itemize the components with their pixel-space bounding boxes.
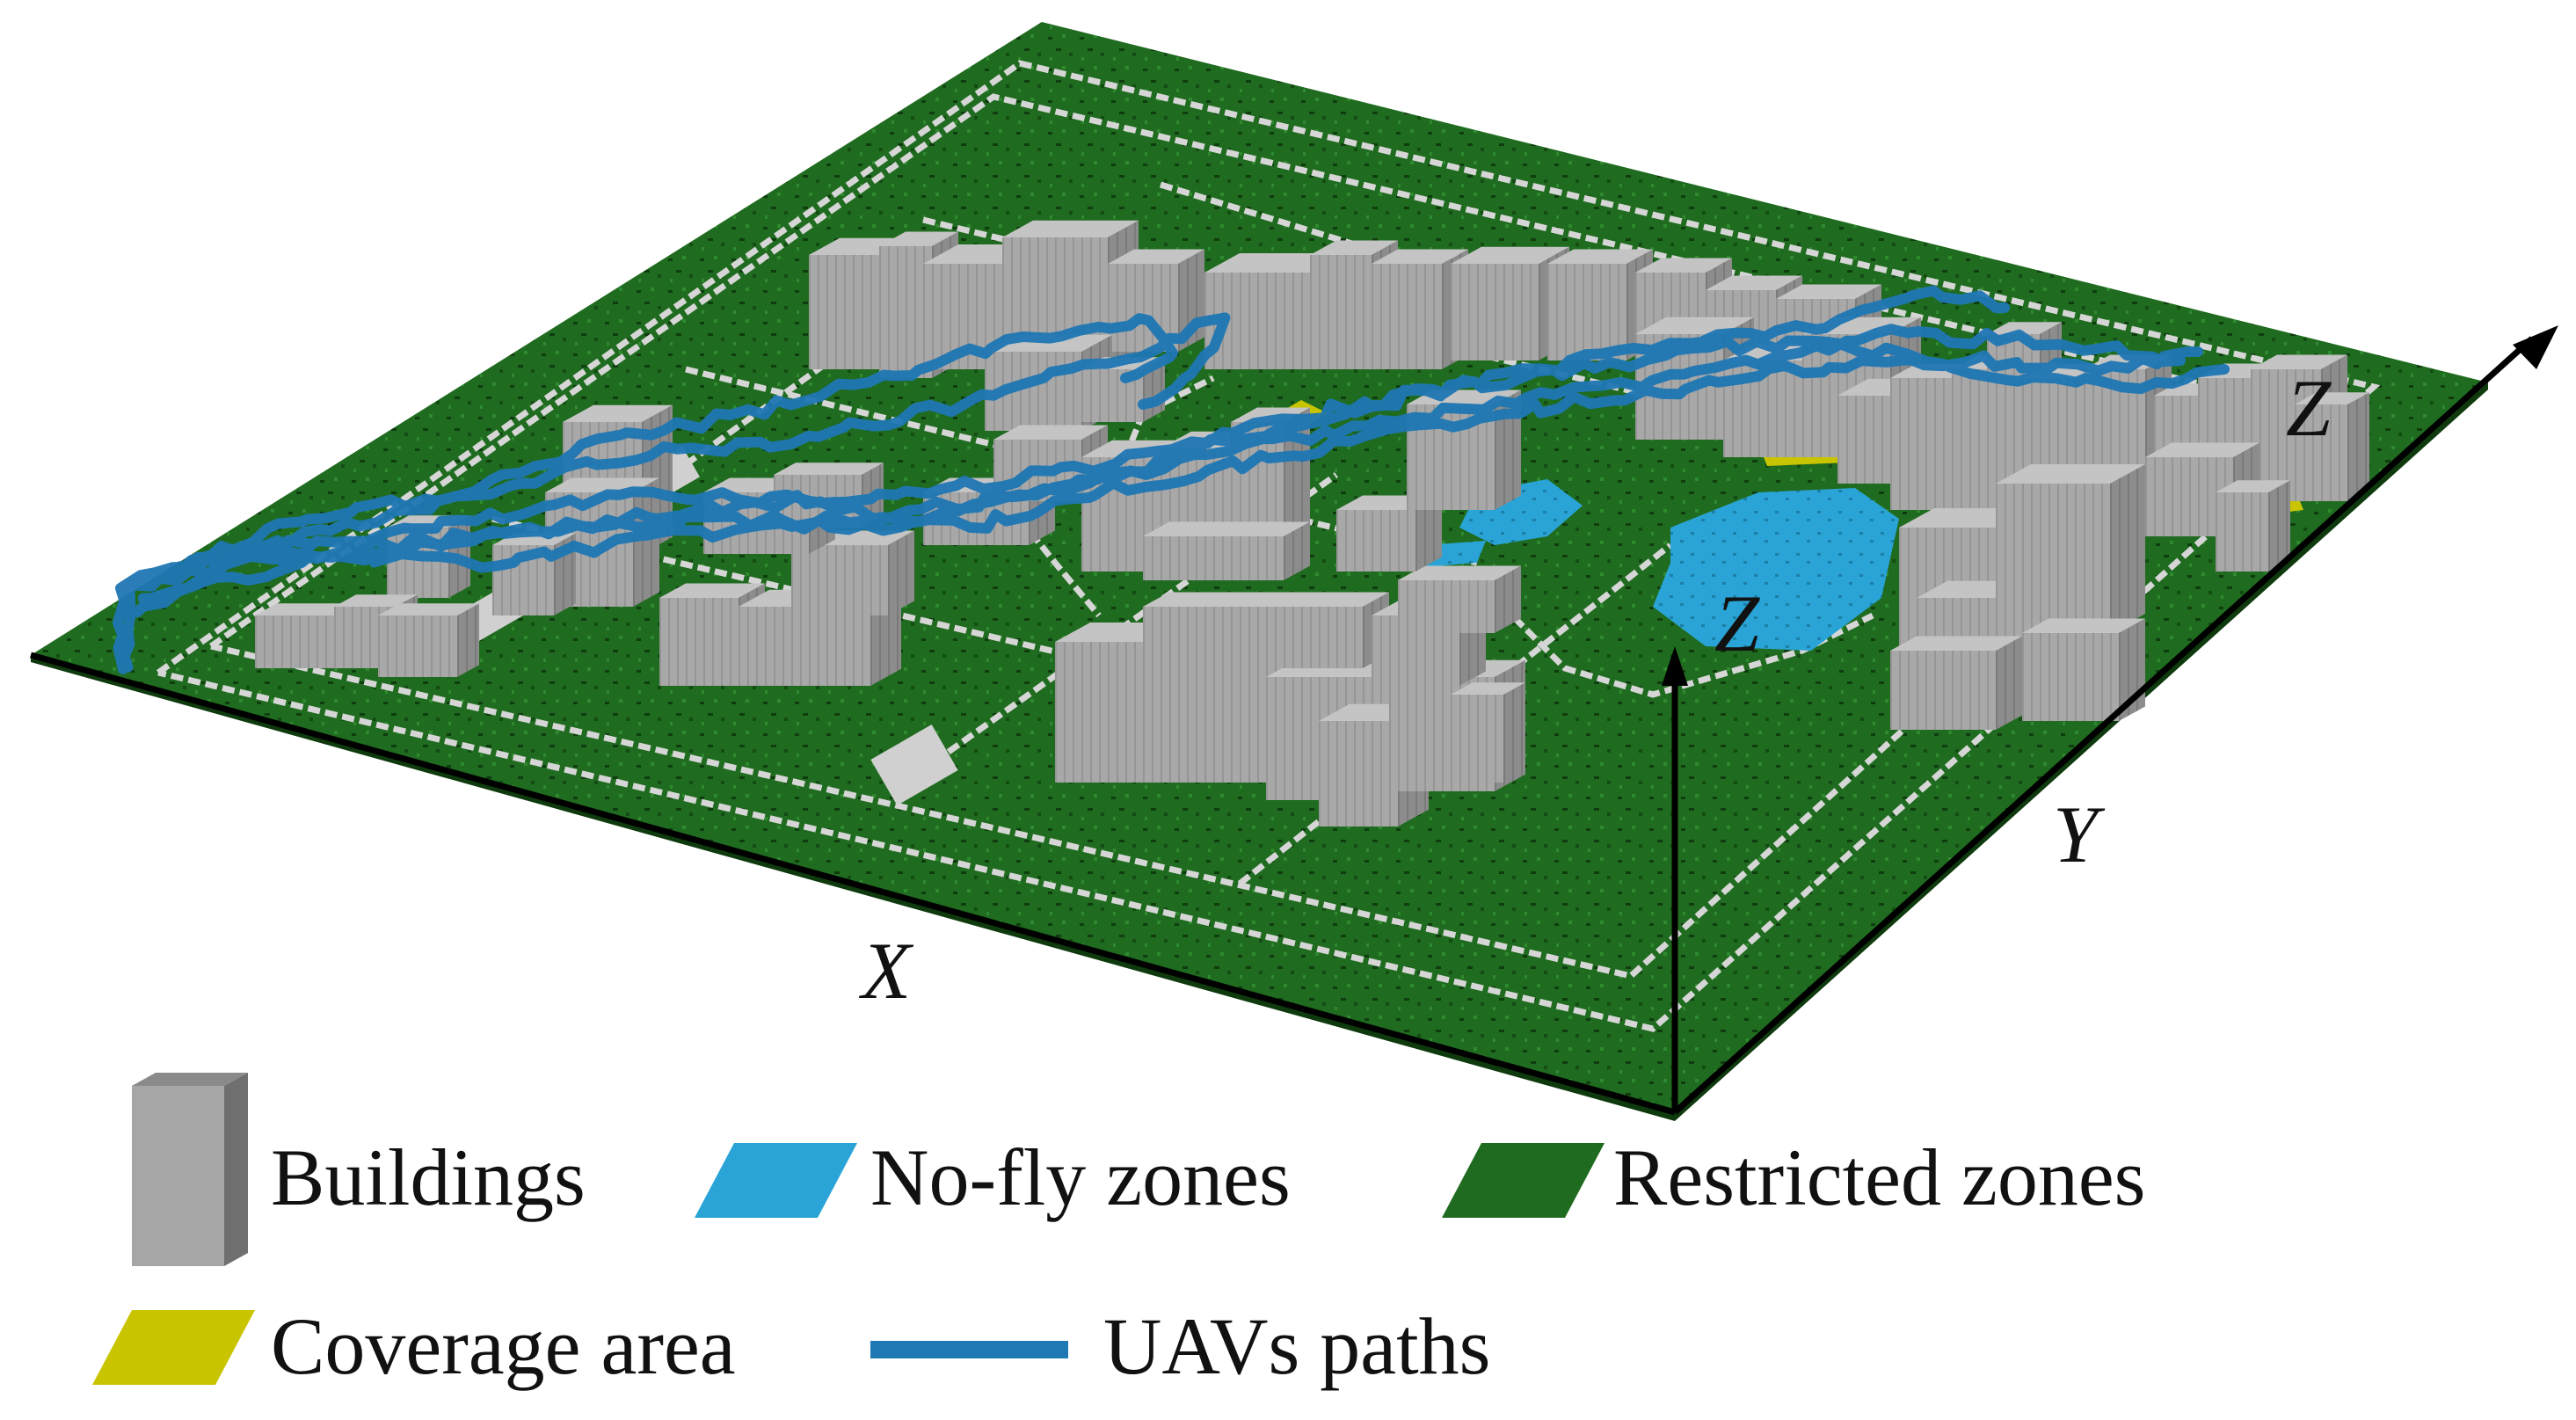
building-25: [791, 545, 888, 615]
axes-group: [30, 336, 2535, 1116]
building-top-61: [1890, 636, 2022, 651]
building-20: [255, 615, 334, 668]
building-9: [1451, 264, 1539, 360]
building-top-22: [378, 603, 479, 615]
building-top-5: [1108, 249, 1204, 264]
building-side-60: [2110, 464, 2145, 633]
building-10: [1547, 264, 1626, 360]
building-23: [659, 598, 739, 686]
uav-path-5: [131, 313, 1178, 592]
building-side-44: [1495, 390, 1521, 510]
building-41: [1398, 580, 1495, 633]
uav-path-3: [132, 335, 2230, 618]
building-top-63: [2145, 442, 2259, 457]
z-axis-label: Z: [1714, 579, 1760, 668]
legend-label-coverage-area: Coverage area: [271, 1301, 736, 1391]
building-top-29: [993, 425, 1108, 440]
building-top-42: [1143, 521, 1310, 536]
z-axis-arrowhead: [1662, 646, 1688, 686]
building-35: [1319, 721, 1398, 827]
uav-path-4: [137, 346, 2203, 604]
building-side-43: [1415, 495, 1442, 572]
building-42: [1143, 536, 1284, 580]
building-side-25: [888, 530, 914, 615]
building-top-57: [2295, 392, 2369, 404]
building-top-10: [1547, 249, 1653, 264]
legend-item-uav-paths: UAVs paths: [870, 1301, 1490, 1391]
building-7: [1310, 255, 1372, 369]
building-top-60: [1996, 464, 2145, 484]
building-60: [1996, 484, 2110, 633]
building-24: [739, 607, 870, 686]
building-61: [1890, 651, 1996, 730]
z-axis-label-right: Z: [2286, 363, 2332, 453]
building-top-2: [879, 231, 958, 246]
no-fly-swatch-icon: [695, 1143, 857, 1218]
y-axis-arrowhead: [2513, 325, 2558, 369]
building-top-38: [1143, 592, 1301, 607]
building-top-4: [1002, 220, 1139, 237]
building-top-39: [1266, 592, 1389, 607]
building-57: [2295, 404, 2347, 501]
building-top-41: [1398, 565, 1521, 580]
building-1: [809, 255, 884, 369]
coverage-swatch-icon: [92, 1310, 255, 1385]
building-39: [1266, 607, 1363, 668]
legend-item-no-fly-zones: No-fly zones: [695, 1132, 1291, 1222]
building-top-51: [1987, 322, 2062, 334]
legend-item-buildings: Buildings: [132, 1073, 586, 1266]
x-axis-line: [30, 652, 1676, 1116]
building-top-12: [1706, 275, 1802, 290]
building-top-21: [334, 594, 418, 607]
building-64: [2216, 492, 2268, 572]
building-side-22: [457, 603, 479, 677]
building-top-64: [2216, 480, 2290, 492]
building-side-57: [2347, 392, 2369, 501]
building-37: [1451, 695, 1503, 783]
building-side-64: [2268, 480, 2290, 572]
legend-item-restricted-zones: Restricted zones: [1442, 1132, 2145, 1222]
legend: Buildings No-fly zones Restricted zones …: [92, 1073, 2145, 1391]
building-22: [378, 615, 457, 677]
legend-label-buildings: Buildings: [271, 1132, 586, 1222]
y-axis-line: [1672, 336, 2535, 1115]
uav-path-6: [145, 324, 2186, 586]
building-side-37: [1503, 682, 1525, 783]
building-side-42: [1284, 521, 1310, 580]
building-top-23: [659, 583, 765, 598]
building-43: [1336, 510, 1415, 572]
uav-paths-group: [113, 285, 2230, 674]
building-top-7: [1310, 240, 1398, 255]
building-62: [2022, 633, 2119, 721]
building-top-27: [774, 462, 884, 475]
building-38: [1143, 607, 1275, 659]
building-top-13: [1776, 284, 1881, 299]
restricted-swatch-icon: [1442, 1143, 1605, 1218]
building-top-20: [255, 603, 356, 615]
building-top-16: [563, 404, 673, 422]
legend-label-restricted-zones: Restricted zones: [1613, 1132, 2145, 1222]
x-axis-label: X: [858, 926, 914, 1016]
building-8: [1372, 264, 1442, 369]
legend-label-uav-paths: UAVs paths: [1103, 1301, 1490, 1391]
building-top-11: [1635, 258, 1732, 273]
building-top-56: [2251, 354, 2347, 369]
legend-item-coverage-area: Coverage area: [92, 1301, 736, 1391]
y-axis-label: Y: [2053, 790, 2106, 879]
building-top-62: [2022, 618, 2145, 633]
building-top-9: [1451, 246, 1569, 264]
building-side-61: [1996, 636, 2022, 730]
building-top-37: [1451, 682, 1525, 695]
building-swatch-icon: [132, 1086, 224, 1266]
building-side-41: [1495, 565, 1521, 633]
legend-label-no-fly-zones: No-fly zones: [870, 1132, 1291, 1222]
building-top-8: [1372, 249, 1468, 264]
